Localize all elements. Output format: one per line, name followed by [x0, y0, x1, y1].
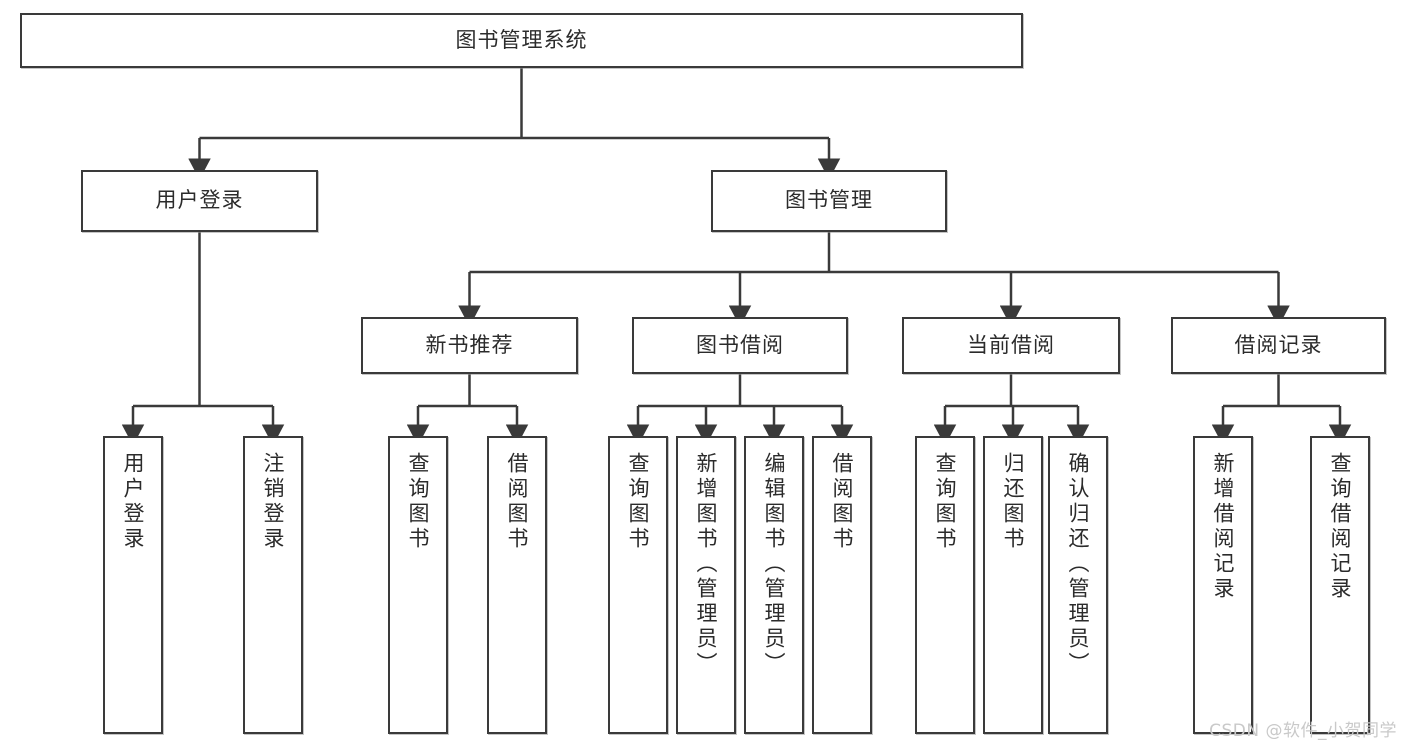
node-label: 查询借阅记录 [1328, 452, 1353, 602]
node-leaf-rec-query[interactable]: 查询图书 [388, 436, 448, 734]
node-label: 借阅图书 [505, 452, 530, 552]
node-label: 图书借阅 [696, 332, 784, 357]
node-label: 借阅记录 [1234, 332, 1323, 357]
node-leaf-rec-borrow[interactable]: 借阅图书 [487, 436, 547, 734]
node-label: 新增图书（管理员） [694, 452, 719, 677]
node-new-book-rec[interactable]: 新书推荐 [361, 317, 578, 374]
node-label: 查询图书 [933, 452, 958, 552]
node-label: 用户登录 [155, 188, 244, 213]
node-label: 查询图书 [626, 452, 651, 552]
node-leaf-user-login[interactable]: 用户登录 [103, 436, 163, 734]
node-label: 新增借阅记录 [1211, 452, 1236, 602]
node-label: 图书管理系统 [455, 27, 588, 52]
node-leaf-borrow-query[interactable]: 查询图书 [608, 436, 668, 734]
node-label: 图书管理 [785, 188, 873, 213]
node-leaf-borrow-add[interactable]: 新增图书（管理员） [676, 436, 736, 734]
node-leaf-user-logout[interactable]: 注销登录 [243, 436, 303, 734]
node-label: 新书推荐 [425, 332, 514, 357]
node-label: 注销登录 [261, 452, 286, 552]
node-label: 借阅图书 [830, 452, 855, 552]
node-leaf-borrow-edit[interactable]: 编辑图书（管理员） [744, 436, 804, 734]
node-leaf-cur-return[interactable]: 归还图书 [983, 436, 1043, 734]
node-leaf-rec-search[interactable]: 查询借阅记录 [1310, 436, 1370, 734]
node-label: 确认归还（管理员） [1066, 452, 1091, 677]
node-leaf-cur-query[interactable]: 查询图书 [915, 436, 975, 734]
node-label: 归还图书 [1001, 452, 1026, 552]
node-borrow-record[interactable]: 借阅记录 [1171, 317, 1386, 374]
node-label: 用户登录 [121, 452, 146, 552]
node-label: 查询图书 [406, 452, 431, 552]
node-book-manage[interactable]: 图书管理 [711, 170, 947, 232]
node-leaf-cur-confirm[interactable]: 确认归还（管理员） [1048, 436, 1108, 734]
node-leaf-borrow-lend[interactable]: 借阅图书 [812, 436, 872, 734]
node-leaf-rec-add[interactable]: 新增借阅记录 [1193, 436, 1253, 734]
node-root[interactable]: 图书管理系统 [20, 13, 1023, 68]
node-current-borrow[interactable]: 当前借阅 [902, 317, 1120, 374]
node-book-borrow[interactable]: 图书借阅 [632, 317, 848, 374]
node-label: 编辑图书（管理员） [762, 452, 787, 677]
node-label: 当前借阅 [967, 332, 1055, 357]
node-user-login[interactable]: 用户登录 [81, 170, 318, 232]
watermark: CSDN @软件_小贺同学 [1209, 721, 1397, 741]
